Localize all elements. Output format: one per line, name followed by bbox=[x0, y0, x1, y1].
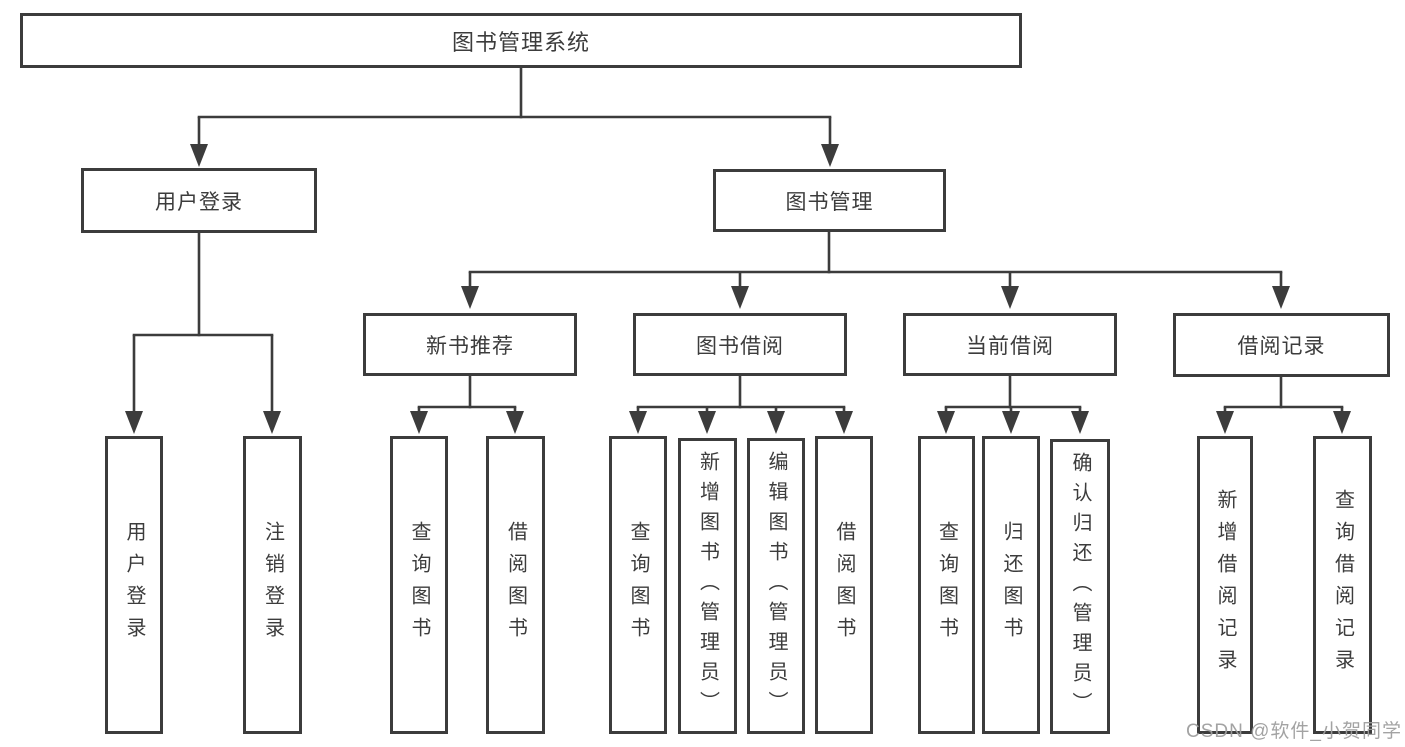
leaf-user-login: 用户登录 bbox=[105, 436, 163, 734]
connector-book-borrow-to-leaves bbox=[629, 376, 853, 434]
connector-book-mgmt-to-level3 bbox=[461, 232, 1290, 309]
node-current-borrowing: 当前借阅 bbox=[903, 313, 1117, 376]
leaf-logout: 注销登录 bbox=[243, 436, 302, 734]
connector-borrow-records-to-leaves bbox=[1216, 377, 1351, 434]
node-book-borrowing-label: 图书借阅 bbox=[696, 334, 784, 358]
node-root-system: 图书管理系统 bbox=[20, 13, 1022, 68]
leaf-current-return-books: 归还图书 bbox=[982, 436, 1040, 734]
node-root-system-label: 图书管理系统 bbox=[451, 29, 590, 55]
leaf-borrowing-add-books-admin: 新增图书（管理员） bbox=[678, 438, 737, 734]
connector-current-borrow-to-leaves bbox=[937, 376, 1089, 434]
leaf-newbooks-borrow-books: 借阅图书 bbox=[486, 436, 545, 734]
node-new-book-recommend-label: 新书推荐 bbox=[426, 334, 514, 358]
node-borrowing-records: 借阅记录 bbox=[1173, 313, 1390, 377]
leaf-newbooks-query-books: 查询图书 bbox=[390, 436, 448, 734]
leaf-current-query-books: 查询图书 bbox=[918, 436, 975, 734]
connector-root-to-level2 bbox=[190, 68, 839, 167]
node-current-borrowing-label: 当前借阅 bbox=[966, 334, 1054, 358]
leaf-borrowing-borrow-books: 借阅图书 bbox=[815, 436, 873, 734]
node-user-login-branch-label: 用户登录 bbox=[155, 190, 243, 214]
node-new-book-recommend: 新书推荐 bbox=[363, 313, 577, 376]
connector-new-books-to-leaves bbox=[410, 376, 524, 434]
node-book-management: 图书管理 bbox=[713, 169, 946, 232]
node-borrowing-records-label: 借阅记录 bbox=[1237, 335, 1326, 358]
node-book-management-label: 图书管理 bbox=[785, 190, 874, 214]
leaf-records-add-record: 新增借阅记录 bbox=[1197, 436, 1253, 734]
node-book-borrowing: 图书借阅 bbox=[633, 313, 847, 376]
node-user-login-branch: 用户登录 bbox=[81, 168, 317, 233]
leaf-borrowing-edit-books-admin: 编辑图书（管理员） bbox=[747, 438, 805, 734]
leaf-current-confirm-return-admin: 确认归还（管理员） bbox=[1050, 439, 1110, 734]
connector-user-login-to-leaves bbox=[125, 233, 281, 434]
leaf-records-query-record: 查询借阅记录 bbox=[1313, 436, 1372, 734]
leaf-borrowing-query-books: 查询图书 bbox=[609, 436, 667, 734]
csdn-watermark: CSDN @软件_小贺同学 bbox=[1186, 721, 1402, 742]
